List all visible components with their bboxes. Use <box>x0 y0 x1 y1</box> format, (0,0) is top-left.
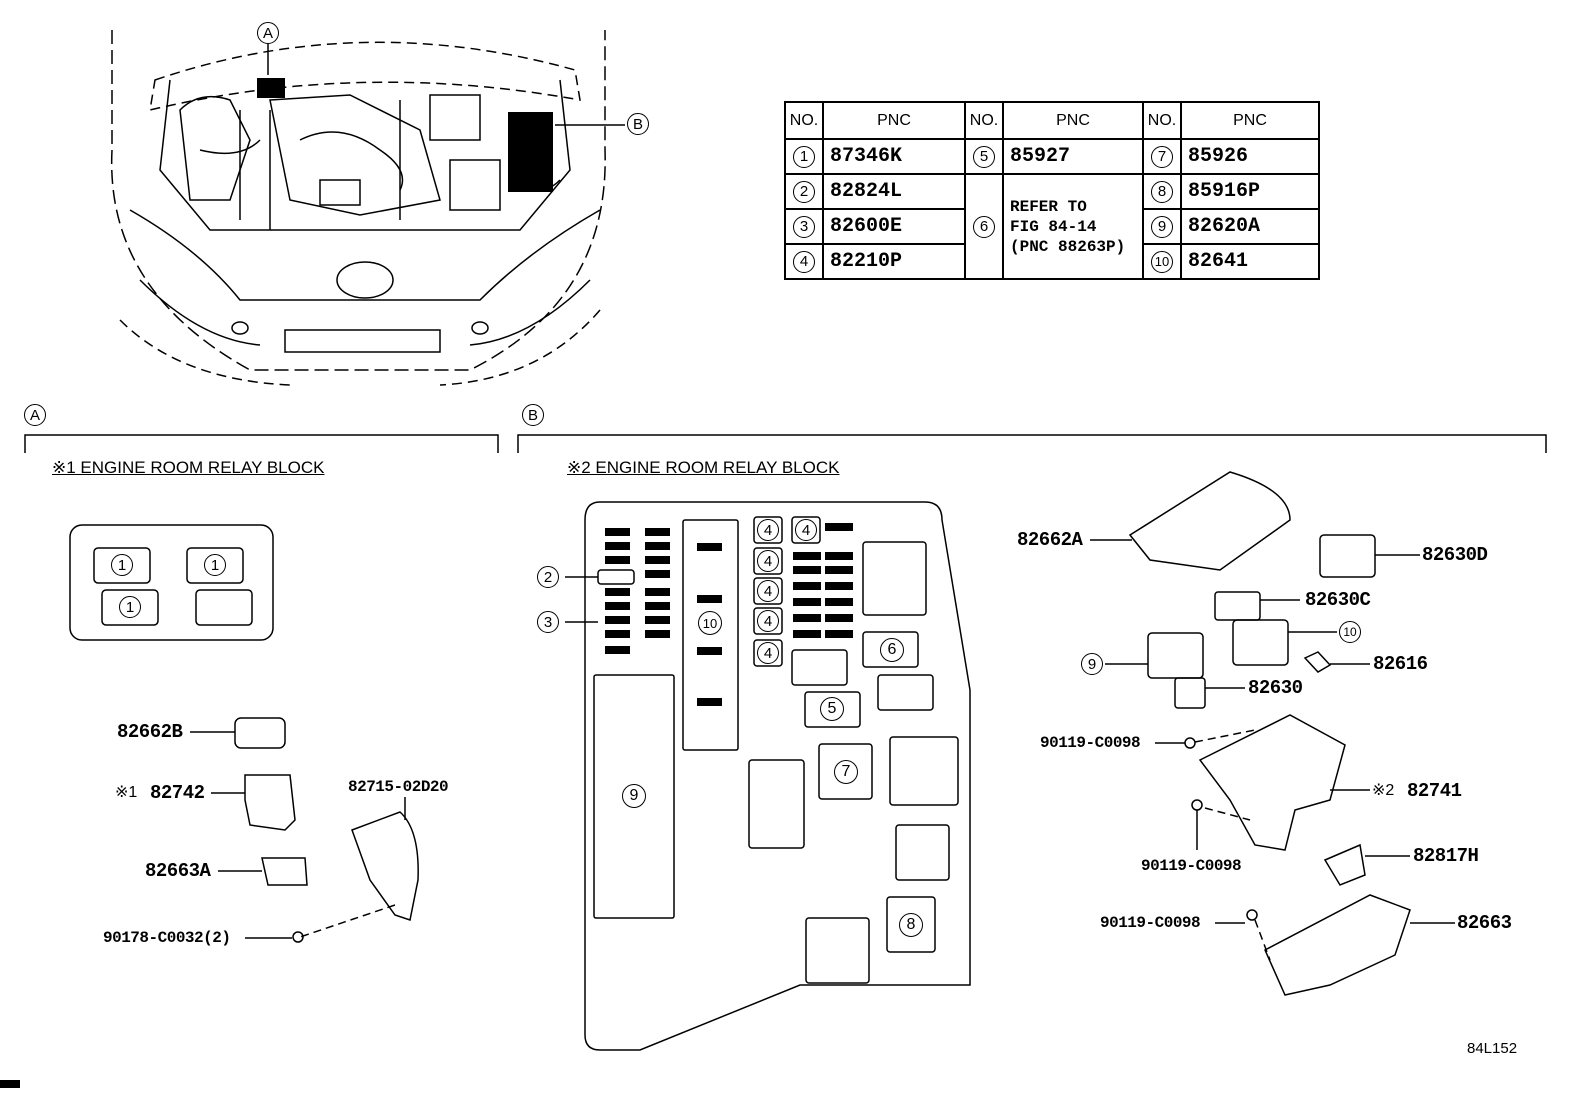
table-cell-no: 8 <box>1142 173 1182 210</box>
item-number: 7 <box>1151 145 1173 168</box>
relay-slot-7[interactable]: 7 <box>834 760 858 784</box>
part-82662a[interactable]: 82662A <box>1017 529 1083 551</box>
fuse-slot-4[interactable]: 4 <box>757 610 779 632</box>
table-cell-no: 1 <box>784 138 824 175</box>
table-cell-no: 10 <box>1142 243 1182 280</box>
fuse-slot-4[interactable]: 4 <box>757 642 779 664</box>
car-emblem <box>336 261 394 299</box>
fuse-callout-3[interactable]: 3 <box>537 611 559 633</box>
item-number: 10 <box>1151 250 1173 273</box>
table-cell-pnc[interactable]: 82641 <box>1180 243 1320 280</box>
part-90178-c0032[interactable]: 90178-C0032(2) <box>103 929 231 947</box>
part-82741[interactable]: 82741 <box>1407 780 1462 802</box>
header-no: NO. <box>964 101 1004 140</box>
table-cell-pnc[interactable]: 82824L <box>822 173 966 210</box>
table-cell-pnc[interactable]: 82620A <box>1180 208 1320 245</box>
header-pnc: PNC <box>822 101 966 140</box>
table-cell-no: 6 <box>964 173 1004 280</box>
fuse-callout-2[interactable]: 2 <box>537 566 559 588</box>
section-b-label: B <box>522 404 544 426</box>
bracket-a <box>351 811 419 921</box>
header-pnc: PNC <box>1180 101 1320 140</box>
table-cell-pnc[interactable]: 85926 <box>1180 138 1320 175</box>
part-82817h[interactable]: 82817H <box>1413 845 1479 867</box>
item-number: 3 <box>793 215 815 238</box>
relay-block-a <box>69 524 274 641</box>
item-number: 8 <box>1151 180 1173 203</box>
part-82663a[interactable]: 82663A <box>145 860 211 882</box>
header-no: NO. <box>1142 101 1182 140</box>
table-cell-no: 4 <box>784 243 824 280</box>
relay-slot-10[interactable]: 10 <box>698 611 722 635</box>
part-82662b[interactable]: 82662B <box>117 721 183 743</box>
relay-slot-8[interactable]: 8 <box>899 913 923 937</box>
relay-base-b <box>1198 714 1346 851</box>
relay-slot-1[interactable]: 1 <box>204 554 226 576</box>
table-cell-pnc[interactable]: 82210P <box>822 243 966 280</box>
table-cell-no: 5 <box>964 138 1004 175</box>
item-number: 6 <box>973 215 995 238</box>
part-90119-c0098[interactable]: 90119-C0098 <box>1100 914 1201 932</box>
fuse-slot-4[interactable]: 4 <box>757 550 779 572</box>
item-number: 9 <box>1151 215 1173 238</box>
part-82630[interactable]: 82630 <box>1248 677 1303 699</box>
table-cell-no: 3 <box>784 208 824 245</box>
part-82630d[interactable]: 82630D <box>1422 544 1488 566</box>
part-82616[interactable]: 82616 <box>1373 653 1428 675</box>
callout-a-top[interactable]: A <box>257 22 279 44</box>
part-90119-c0098[interactable]: 90119-C0098 <box>1040 734 1141 752</box>
relay-slot-1[interactable]: 1 <box>111 554 133 576</box>
pnc-table: NO. PNC NO. PNC NO. PNC 1 87346K 5 85927… <box>784 101 1320 280</box>
part-callout-10[interactable]: 10 <box>1339 621 1361 643</box>
part-prefix-2: ※2 <box>1372 782 1395 799</box>
section-a-label: A <box>24 404 46 426</box>
relay-slot-9[interactable]: 9 <box>622 784 646 808</box>
part-82630c[interactable]: 82630C <box>1305 589 1371 611</box>
item-number: 1 <box>793 145 815 168</box>
fuse-slot-4[interactable]: 4 <box>795 519 817 541</box>
relay-slot-5[interactable]: 5 <box>820 697 844 721</box>
fuse-slot-4[interactable]: 4 <box>757 580 779 602</box>
lower-case-b <box>1264 894 1411 996</box>
part-82715-02d20[interactable]: 82715-02D20 <box>348 778 449 796</box>
relay-slot-1[interactable]: 1 <box>119 596 141 618</box>
figure-code: 84L152 <box>1467 1040 1518 1057</box>
fuse-slot-4[interactable]: 4 <box>757 519 779 541</box>
header-pnc: PNC <box>1002 101 1144 140</box>
part-82663[interactable]: 82663 <box>1457 912 1512 934</box>
table-cell-pnc[interactable]: 85916P <box>1180 173 1320 210</box>
header-no: NO. <box>784 101 824 140</box>
table-cell-pnc[interactable]: 82600E <box>822 208 966 245</box>
relay-block-b <box>584 501 971 1051</box>
item-number: 4 <box>793 250 815 273</box>
item-number: 2 <box>793 180 815 203</box>
table-cell-pnc[interactable]: 85927 <box>1002 138 1144 175</box>
item-number: 5 <box>973 145 995 168</box>
car-body-outline <box>110 30 606 371</box>
relay-slot-6[interactable]: 6 <box>880 638 904 662</box>
callout-b-top[interactable]: B <box>627 113 649 135</box>
part-prefix-1: ※1 <box>115 784 138 801</box>
part-90119-c0098[interactable]: 90119-C0098 <box>1141 857 1242 875</box>
part-callout-9[interactable]: 9 <box>1081 653 1103 675</box>
section-a-title: ※1 ENGINE ROOM RELAY BLOCK <box>52 458 325 477</box>
part-82742[interactable]: 82742 <box>150 782 205 804</box>
section-b-title: ※2 ENGINE ROOM RELAY BLOCK <box>567 458 840 477</box>
table-cell-refer[interactable]: REFER TO FIG 84-14 (PNC 88263P) <box>1002 173 1144 280</box>
table-cell-no: 9 <box>1142 208 1182 245</box>
table-cell-pnc[interactable]: 87346K <box>822 138 966 175</box>
car-hood <box>149 41 581 111</box>
table-cell-no: 2 <box>784 173 824 210</box>
table-cell-no: 7 <box>1142 138 1182 175</box>
